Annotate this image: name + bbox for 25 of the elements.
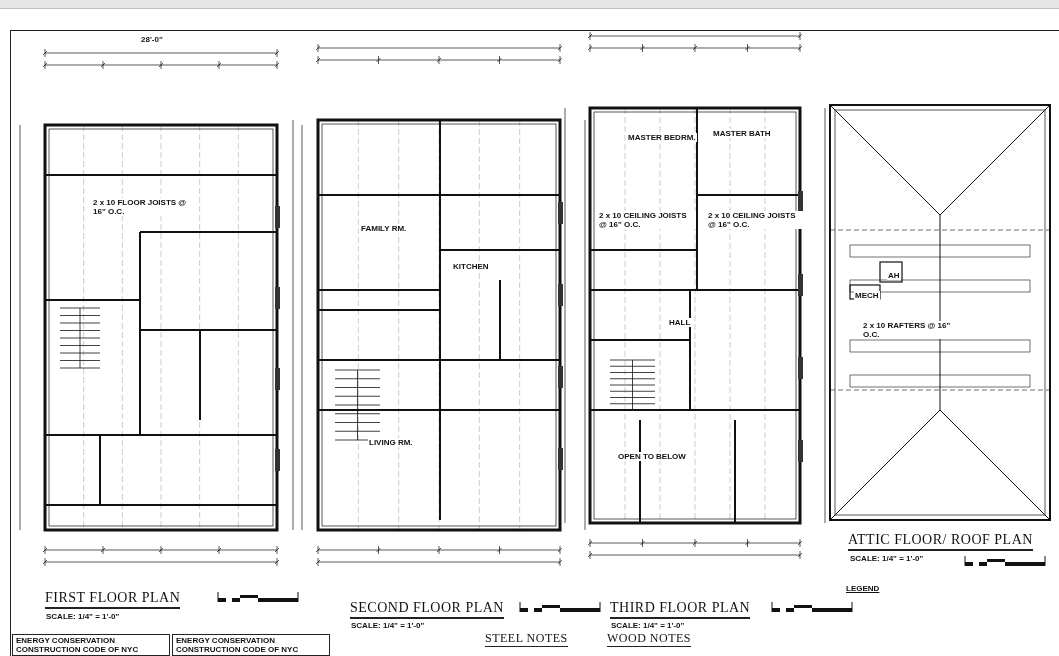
plan-annotation: LIVING RM. xyxy=(368,438,414,447)
notes-heading: WOOD NOTES xyxy=(607,631,691,647)
plan-annotation: 2 x 10 CEILING JOISTS @ 16" O.C. xyxy=(598,211,696,229)
scale-note: SCALE: 1/4" = 1'-0" xyxy=(611,621,685,630)
plan-annotation: 2 x 10 CEILING JOISTS @ 16" O.C. xyxy=(707,211,805,229)
plan-title: THIRD FLOOR PLAN xyxy=(610,600,751,619)
scale-note: SCALE: 1/4" = 1'-0" xyxy=(46,612,120,621)
plan-annotation: FAMILY RM. xyxy=(360,224,408,233)
plan-annotation: AH xyxy=(887,271,901,280)
scale-note: SCALE: 1/4" = 1'-0" xyxy=(850,554,924,563)
plan-title: ATTIC FLOOR/ ROOF PLAN xyxy=(848,532,1033,551)
plan-title: FIRST FLOOR PLAN xyxy=(45,590,181,609)
plan-annotation: MASTER BEDRM. xyxy=(627,133,697,142)
plan-annotation: 28'-0" xyxy=(140,35,164,44)
plan-title: SECOND FLOOR PLAN xyxy=(350,600,504,619)
notes-heading: STEEL NOTES xyxy=(485,631,568,647)
scale-note: SCALE: 1/4" = 1'-0" xyxy=(351,621,425,630)
plan-annotation: OPEN TO BELOW xyxy=(617,452,687,461)
code-note-box: ENERGY CONSERVATION CONSTRUCTION CODE OF NYC xyxy=(12,634,170,656)
legend-heading: LEGEND xyxy=(846,584,880,593)
code-note-box: ENERGY CONSERVATION CONSTRUCTION CODE OF NYC xyxy=(172,634,330,656)
plan-annotation: MECH xyxy=(854,291,880,300)
plan-annotation: HALL xyxy=(668,318,692,327)
plan-annotation: KITCHEN xyxy=(452,262,490,271)
plan-annotation: MASTER BATH xyxy=(712,129,772,138)
